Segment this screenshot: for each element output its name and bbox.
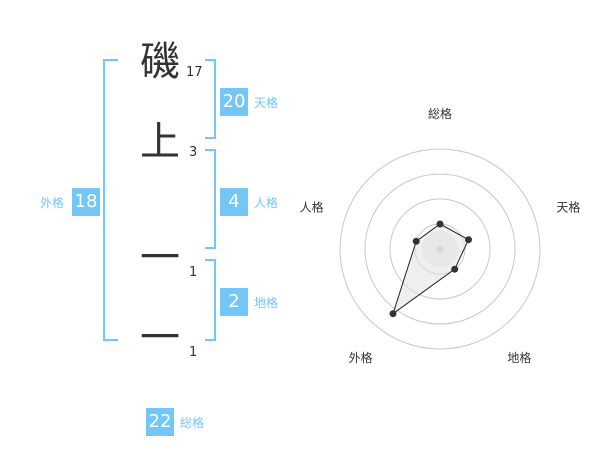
radar-axis-label: 外格 bbox=[349, 350, 373, 365]
radar-axis-label: 総格 bbox=[428, 106, 452, 121]
soukaku-value: 22 bbox=[146, 408, 174, 436]
name-char-3: 一 bbox=[140, 235, 180, 281]
name-char-4: 一 bbox=[140, 315, 180, 361]
chikaku-value: 2 bbox=[220, 288, 248, 316]
gaikaku-bracket bbox=[103, 59, 118, 341]
radar-point-3 bbox=[451, 265, 459, 273]
jinkaku-label: 人格 bbox=[254, 196, 279, 210]
radar-axis-label: 人格 bbox=[300, 199, 324, 214]
tenkaku-bracket bbox=[205, 59, 216, 139]
jinkaku-value: 4 bbox=[220, 188, 248, 216]
gaikaku-label: 外格 bbox=[40, 196, 65, 210]
radar-point-5 bbox=[412, 237, 420, 245]
radar-ring bbox=[339, 148, 541, 350]
stroke-count-3: 1 bbox=[189, 265, 198, 280]
chikaku-bracket bbox=[205, 259, 216, 341]
name-char-1: 磯 bbox=[140, 39, 180, 85]
stroke-count-4: 1 bbox=[189, 345, 198, 360]
soukaku-label: 総格 bbox=[180, 416, 205, 430]
radar-ring bbox=[364, 173, 516, 325]
stroke-count-2: 3 bbox=[189, 145, 198, 160]
radar-point-4 bbox=[389, 310, 397, 318]
jinkaku-bracket bbox=[205, 149, 216, 249]
tenkaku-value: 20 bbox=[220, 88, 248, 116]
name-char-2: 上 bbox=[140, 119, 180, 165]
stroke-count-1: 17 bbox=[186, 65, 203, 80]
radar-point-1 bbox=[436, 220, 444, 228]
radar-point-2 bbox=[465, 236, 472, 244]
tenkaku-label: 天格 bbox=[254, 96, 279, 110]
radar-axis-label: 天格 bbox=[556, 199, 580, 214]
chikaku-label: 地格 bbox=[254, 296, 279, 310]
radar-ring bbox=[389, 198, 491, 300]
gaikaku-value: 18 bbox=[72, 188, 100, 216]
radar-axis-label: 地格 bbox=[507, 350, 531, 365]
radar-data-polygon bbox=[392, 223, 470, 315]
